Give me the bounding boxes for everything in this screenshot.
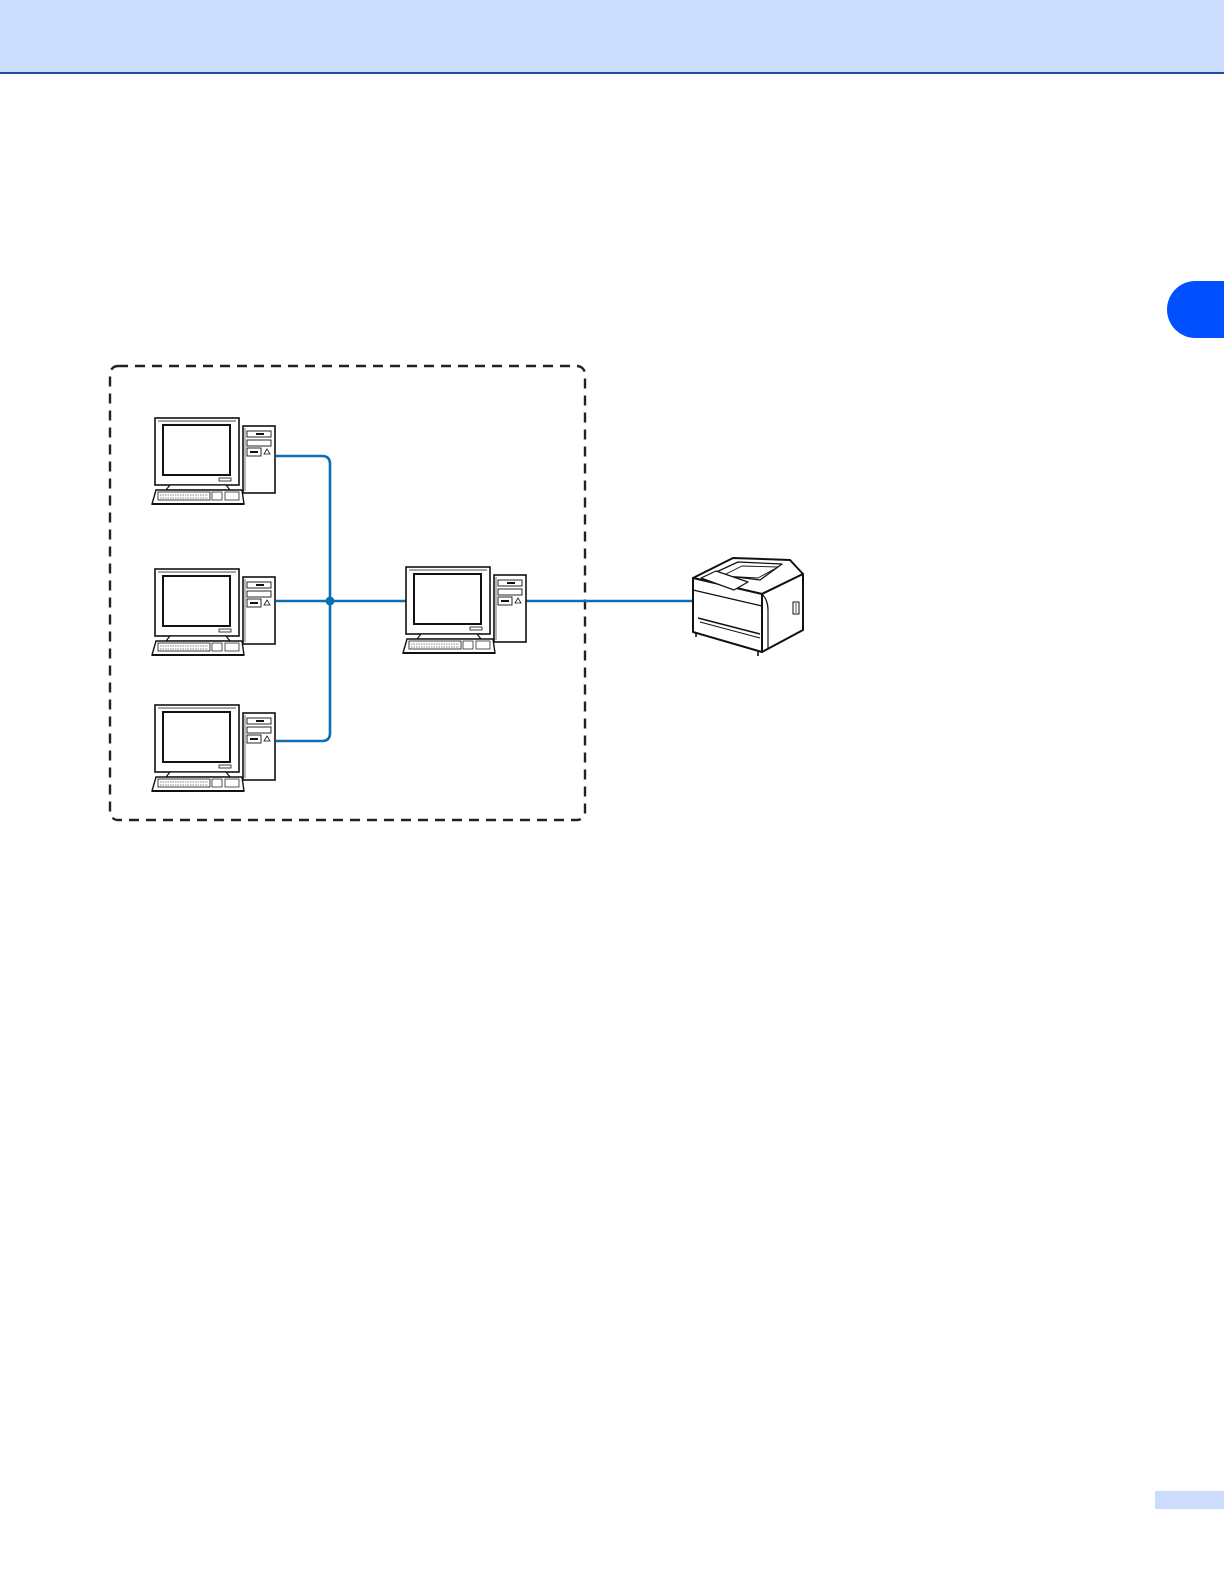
desktop-computer-icon [403, 567, 526, 653]
desktop-computer-icon [152, 418, 275, 504]
desktop-computer-icon [152, 569, 275, 655]
network-junction [326, 597, 335, 606]
desktop-computer-icon [152, 705, 275, 791]
cable-client-1 [276, 456, 330, 741]
laser-printer-icon [693, 558, 803, 656]
